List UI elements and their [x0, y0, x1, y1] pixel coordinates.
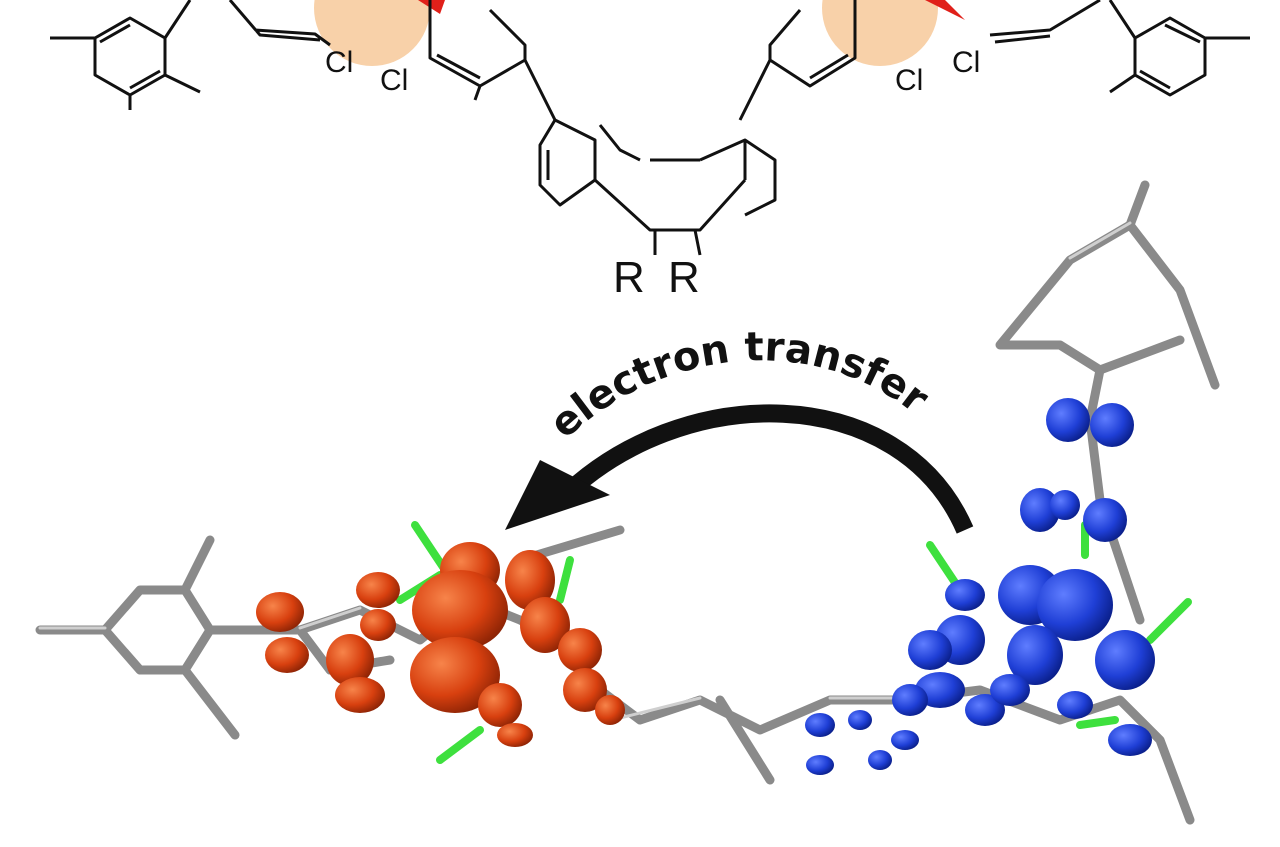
highlight-circle-left	[314, 0, 430, 66]
r-label-2: R	[668, 253, 700, 302]
molecule-model	[35, 180, 1220, 825]
cl-label-3: Cl	[895, 64, 923, 97]
cl-label-4: Cl	[952, 46, 980, 79]
cl-label-1: Cl	[325, 46, 353, 79]
mesityl-ring-right	[1133, 16, 1207, 97]
cl-label-2: Cl	[380, 64, 408, 97]
highlight-circle-right	[822, 0, 938, 66]
r-label-1: R	[613, 253, 645, 302]
donor-orbital-lobes	[805, 398, 1155, 775]
acceptor-orbital-lobes	[256, 542, 625, 747]
mesityl-ring-left	[93, 16, 167, 97]
chlorine-bond	[411, 521, 449, 574]
fluorene-core	[538, 118, 777, 256]
skeletal-structure: Cl Cl Cl Cl R R	[50, 0, 1250, 302]
arrow-mark-right	[925, 0, 965, 20]
electron-transfer-arrow: electron transfer	[505, 324, 974, 534]
aryl-ring-right	[768, 0, 857, 88]
aryl-ring-left	[428, 0, 527, 101]
